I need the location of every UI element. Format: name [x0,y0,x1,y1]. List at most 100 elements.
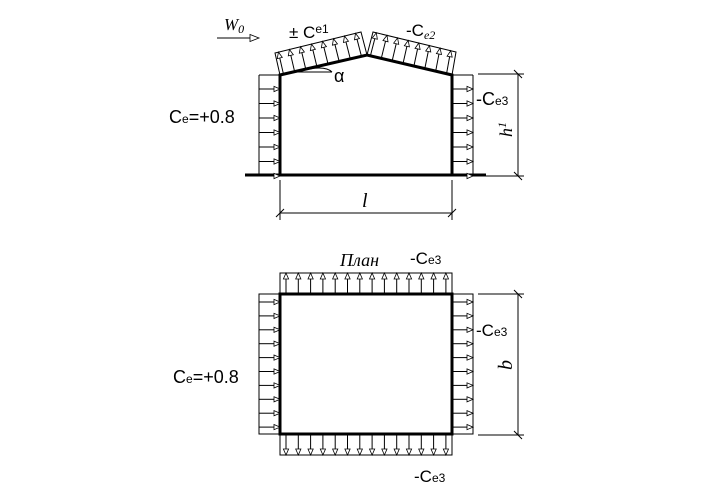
load-arrow [301,52,307,70]
load-arrow-head [405,271,413,280]
load-arrow-head [353,32,361,41]
load-arrow-head [442,448,450,457]
load-arrow-head [466,396,475,403]
load-arrow-head [273,158,282,165]
load-arrow-head [466,409,475,417]
load-arrow-head [442,271,450,280]
load-arrow-head [435,47,443,56]
load-arrow-head [466,423,475,431]
load-arrow [345,41,351,59]
load-arrow [413,48,419,67]
load-arrow-head [331,448,339,457]
roof-angle-arc [295,67,333,73]
load-arrow-head [466,143,475,151]
plan-bottom-load [279,434,453,457]
plan-left-load [258,293,282,435]
roof-angle-label: α [334,66,344,86]
load-arrow [356,39,362,57]
load-arrow-head [403,39,410,48]
load-arrow-head [295,271,302,280]
load-arrow-head [273,368,282,375]
load-arrow-head [466,129,475,136]
load-arrow-head [309,43,317,52]
load-arrow-head [381,271,388,280]
load-arrow-head [392,36,400,45]
load-arrow-head [466,382,475,389]
load-arrow-head [466,114,475,122]
load-arrow [334,44,340,62]
wind-arrow-icon [217,33,261,43]
load-arrow [290,55,296,72]
load-arrow-head [273,143,282,151]
load-arrow-head [344,271,351,280]
load-arrow-head [405,448,413,457]
plan-top-load [279,271,453,294]
load-arrow-head [466,100,475,107]
roof-right-load [366,31,457,76]
load-arrow-head [414,42,421,50]
load-arrow-head [295,448,302,457]
plan-left-coefficient: Ce=+0.8 [173,367,239,387]
load-arrow-head [356,448,364,457]
plan-outline [278,292,454,436]
load-arrow [369,38,376,56]
roof-left-load [274,31,368,76]
load-arrow-head [418,271,425,280]
load-arrow-head [368,271,376,280]
load-arrow-head [446,49,453,58]
load-arrow-head [466,368,475,375]
load-arrow-head [393,271,400,280]
load-arrow-head [466,354,475,361]
load-arrow-head [273,100,282,107]
load-arrow-head [371,31,378,40]
load-arrow-head [273,85,282,93]
load-arrow-head [342,35,350,44]
load-arrow-head [273,409,282,417]
plan-title: План [339,250,379,270]
load-arrow [323,47,329,65]
left-wall-load [258,74,282,180]
width-dimension [478,289,524,440]
load-arrow-head [319,271,327,280]
span-label: l [362,190,368,212]
load-arrow [402,46,408,64]
roof-left-coefficient: ± Ce1 [289,22,329,42]
load-arrow-head [307,271,314,280]
load-arrow-head [307,448,314,457]
load-arrow-head [273,172,282,180]
load-arrow-head [298,45,306,54]
load-arrow-head [282,271,290,280]
load-arrow [279,57,284,75]
load-arrow [391,43,397,62]
load-arrow [424,51,429,69]
load-arrow-head [287,48,295,57]
load-arrow-head [466,158,475,165]
load-arrow [312,49,318,67]
span-dimension [275,180,457,220]
left-wall-coefficient: Ce=+0.8 [169,107,235,127]
load-arrow-head [273,326,282,334]
height-label: h1 [495,122,516,137]
load-arrow-head [466,312,475,320]
right-wall-load [452,74,475,180]
plan-top-coefficient: -Ce3 [410,249,442,268]
width-label: b [495,360,517,370]
load-arrow-head [282,448,290,457]
load-arrow-head [319,448,327,457]
load-arrow-head [356,271,364,280]
right-wall-coefficient: -Ce3 [476,89,509,109]
load-arrow-head [273,298,282,306]
load-arrow-head [466,172,475,180]
load-arrow-head [425,44,432,53]
plan-bottom-coefficient: -Ce3 [414,467,446,485]
load-arrow-head [393,448,400,457]
load-arrow-head [273,114,282,122]
load-arrow-head [430,271,437,280]
load-arrow-head [466,85,475,93]
frame-outline [278,53,454,175]
load-arrow-head [466,298,475,306]
load-arrow-head [466,340,475,347]
load-arrow-head [273,312,282,320]
load-arrow [380,41,386,59]
load-arrow [446,56,451,74]
